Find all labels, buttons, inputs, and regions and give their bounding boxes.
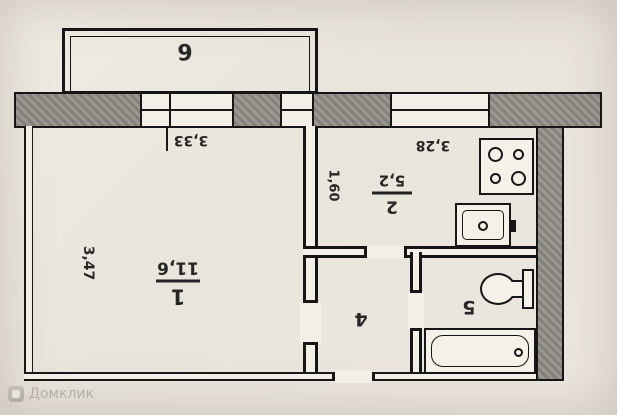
door-jamb [410,328,422,331]
room1-area: 11,6 [157,258,199,278]
dim-kitchen-top: 3,28 [415,137,451,153]
exterior-wall-left [24,126,33,378]
window-glass-line [392,109,488,111]
dim-balcony-width: 3,33 [173,132,209,148]
drain-icon [478,221,488,231]
burner-icon [513,149,524,160]
dim-room1-side: 3,47 [80,245,96,281]
door-jamb [410,290,422,293]
door-opening-kitchen [366,246,404,258]
kitchen-number: 2 [386,196,398,217]
entrance-door-opening [334,370,372,383]
room1-label: 1 11,6 [150,258,206,309]
window-divider [169,94,172,126]
sink-icon [455,203,516,247]
dimension-tick [166,128,169,151]
window-glass-line [142,109,232,111]
burner-icon [490,173,501,184]
fraction-bar [372,192,412,195]
balcony-number: 6 [177,38,193,63]
bathtub-icon [424,328,536,374]
domclick-logo-icon [8,386,24,402]
door-jamb [372,372,375,381]
bathtub-inner [431,335,529,367]
door-opening-room1-hall [300,302,321,344]
watermark-text: Домклик [29,386,95,402]
watermark: Домклик [8,386,94,402]
door-jamb [404,246,407,258]
door-jamb [364,246,367,258]
fraction-bar [156,280,200,283]
exterior-wall-bottom [24,372,564,381]
door-jamb [332,372,335,381]
dim-kitchen-side: 1,60 [325,169,341,202]
toilet-icon [476,266,534,312]
kitchen-area: 5,2 [378,172,406,190]
door-jamb [303,342,318,345]
stove-icon [479,138,534,195]
window-junction [280,92,314,128]
window-kitchen [390,92,490,128]
exterior-wall-right [536,126,564,381]
sink-basin [462,210,504,240]
kitchen-label: 2 5,2 [366,172,418,217]
tap-icon [509,220,516,232]
door-jamb [303,300,318,303]
window-balcony [140,92,234,128]
burner-icon [511,171,526,186]
drain-icon [514,348,523,357]
window-glass-line [282,109,312,111]
burner-icon [488,147,503,162]
hall-number: 4 [354,308,368,330]
balcony-inner-line [70,36,310,91]
toilet-bowl [480,273,516,305]
door-opening-bathroom [408,292,424,330]
room1-number: 1 [170,284,186,309]
toilet-seat-joint [512,280,524,298]
